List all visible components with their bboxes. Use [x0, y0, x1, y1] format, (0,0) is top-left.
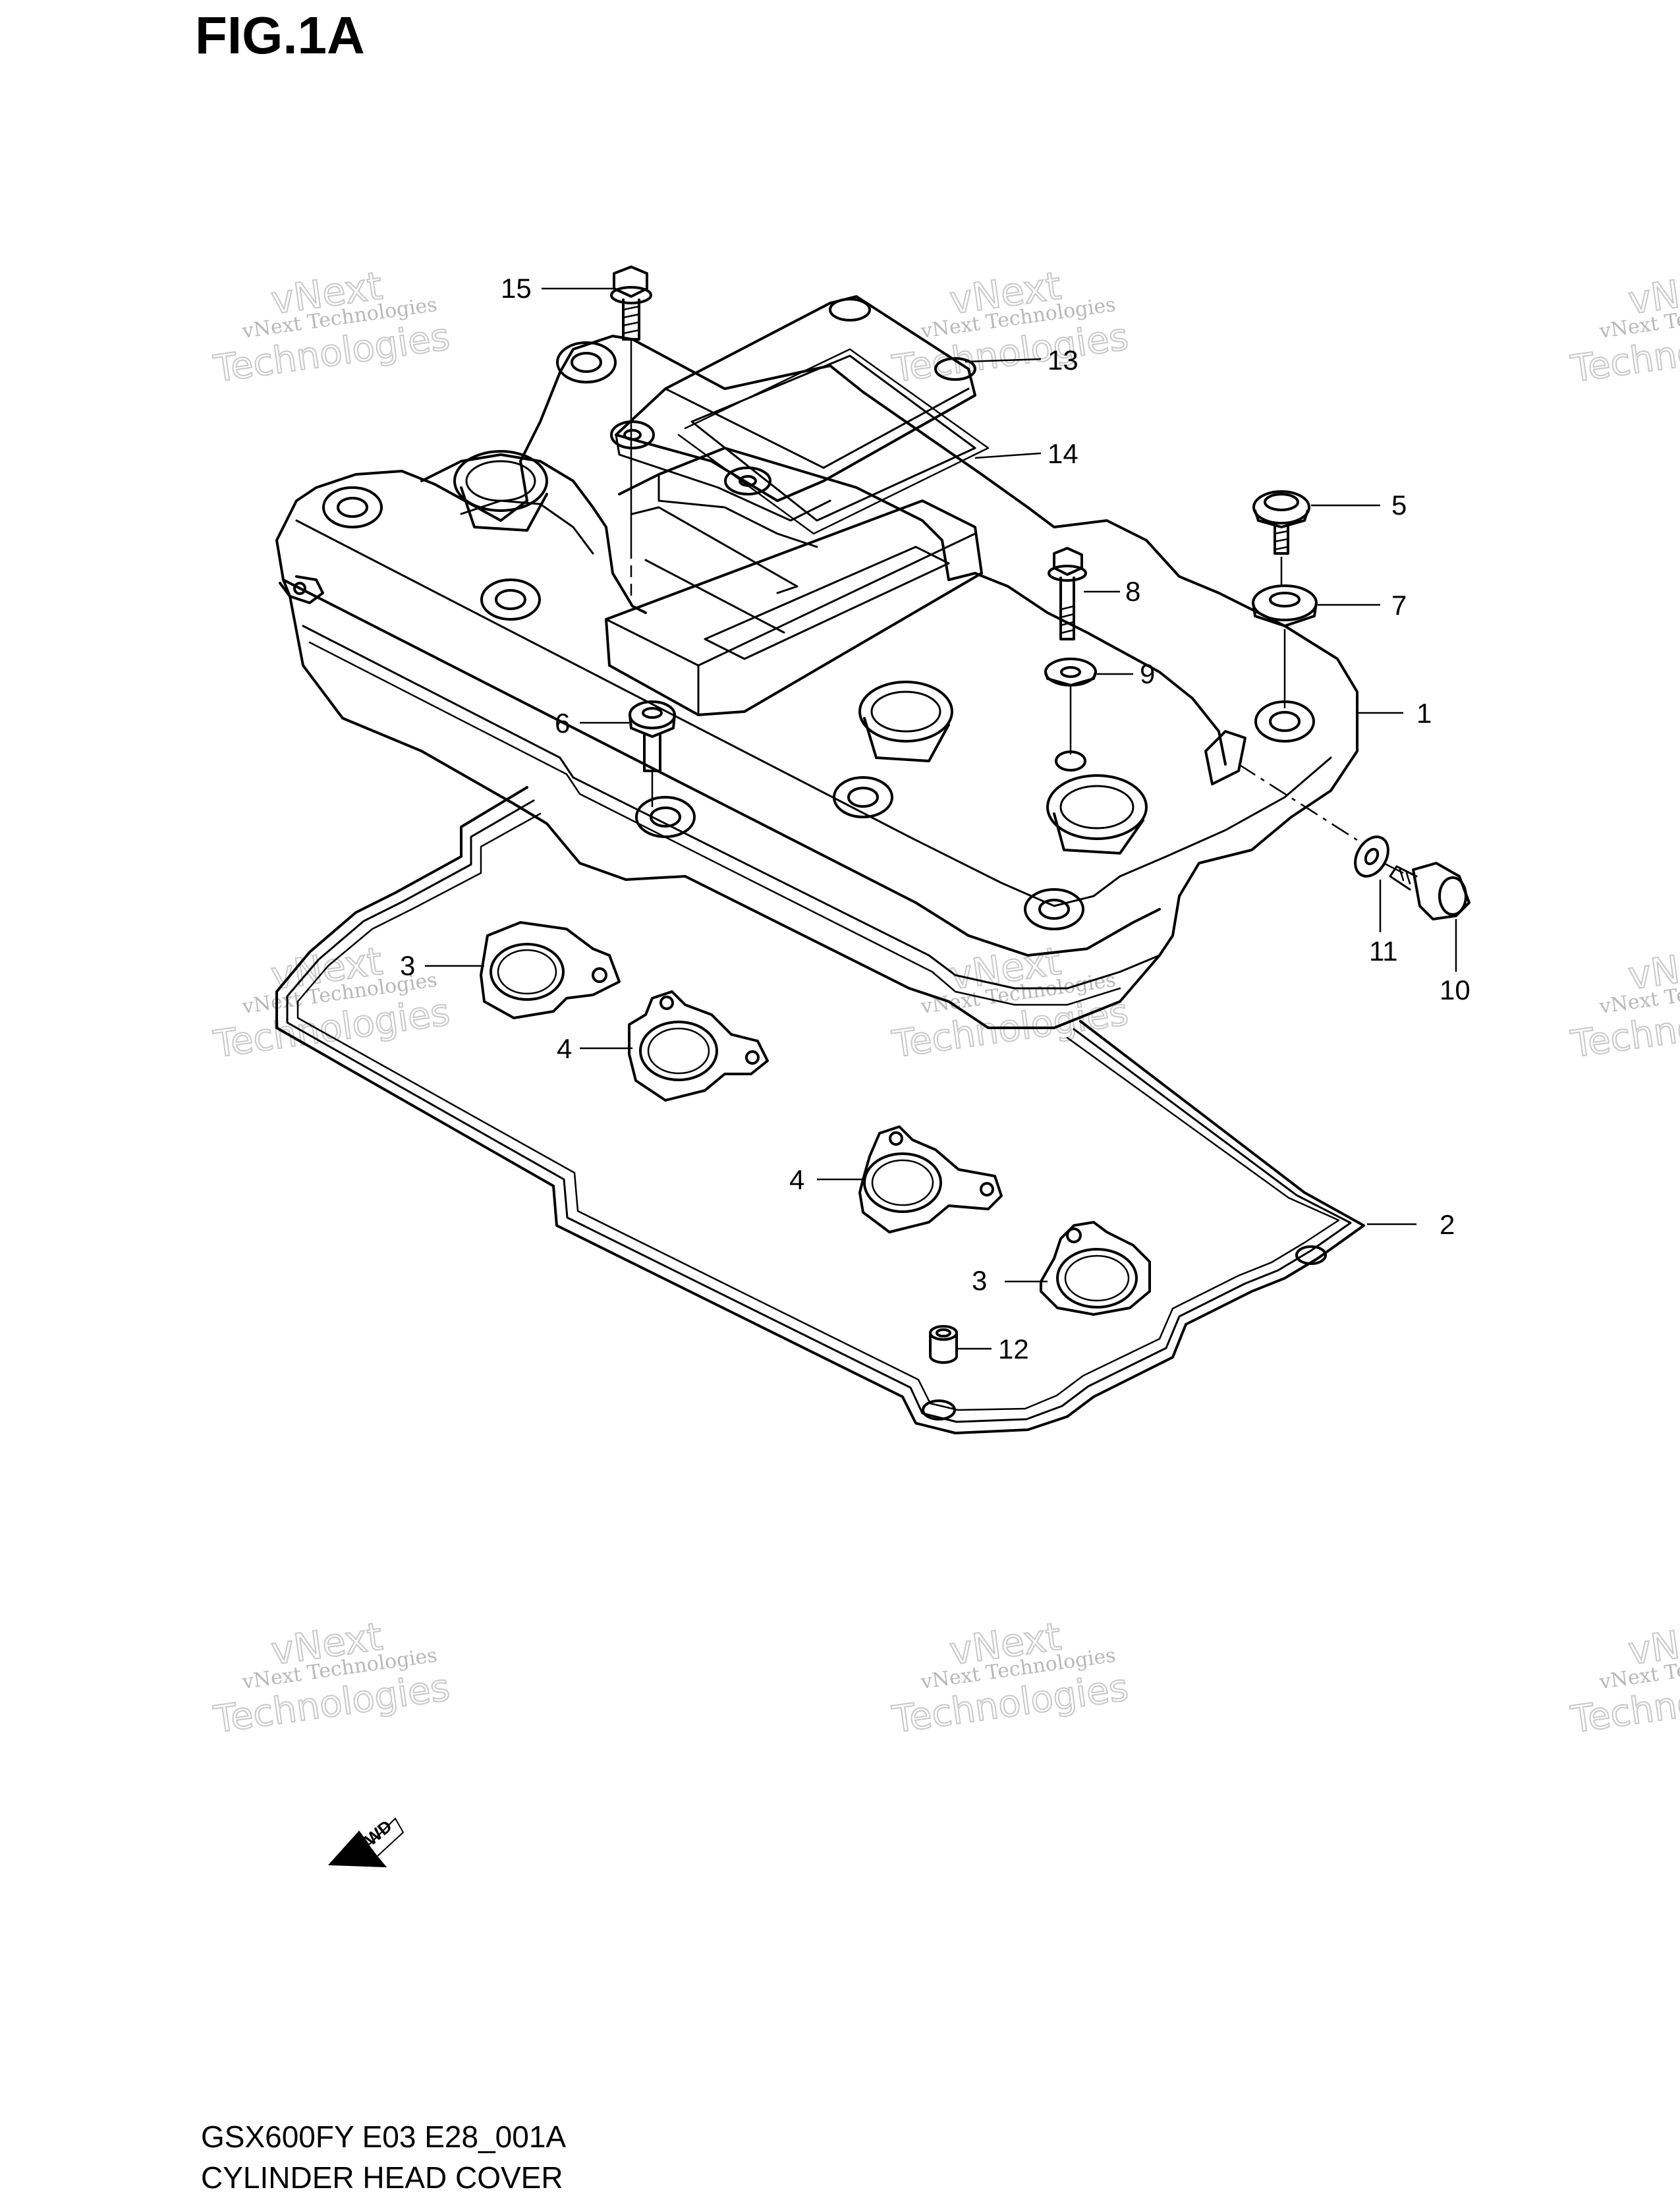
figure-title: FIG.1A — [195, 6, 365, 65]
callout-4: 4 — [789, 1164, 804, 1195]
breather-block — [605, 499, 983, 716]
part-1-cylinder-head-cover — [275, 335, 1358, 1029]
callout-6: 6 — [555, 708, 570, 739]
leader-line — [974, 452, 1042, 459]
part-13-cover-plate — [610, 295, 976, 522]
part-14-plate-gasket — [677, 348, 990, 535]
guide-line — [1383, 862, 1404, 874]
part-9-washer — [1044, 658, 1097, 687]
callout-5: 5 — [1391, 490, 1407, 521]
callout-15: 15 — [501, 273, 532, 304]
part-10-plug-bolt — [1389, 862, 1470, 920]
fwd-arrow-icon: FWD — [327, 1816, 405, 1868]
callout-3: 3 — [400, 950, 415, 981]
callout-11: 11 — [1369, 936, 1398, 967]
guide-line — [1238, 763, 1358, 841]
leader-lines — [425, 287, 1457, 1350]
callout-1: 1 — [1416, 698, 1432, 729]
part-12-dowel — [929, 1325, 958, 1364]
part-4-plug-seal — [628, 990, 769, 1102]
callout-10: 10 — [1440, 974, 1470, 1005]
part-4-plug-seal — [858, 1125, 1003, 1233]
model-code: GSX600FY E03 E28_001A — [201, 2120, 567, 2154]
watermark: vNext vNext Technologies Technologies — [889, 262, 1131, 391]
diagram-caption: GSX600FY E03 E28_001A CYLINDER HEAD COVE… — [201, 2116, 566, 2198]
watermark: vNext vNext Technologies Technologies — [210, 1613, 453, 1742]
watermark: vNext vNext Technologies Technologies — [889, 1613, 1131, 1742]
part-2-cover-gasket — [275, 786, 1365, 1434]
part-7-grommet — [1252, 584, 1318, 627]
watermark: vNext vNext Technologies Technologies — [210, 262, 453, 391]
callout-14: 14 — [1048, 438, 1078, 469]
callout-2: 2 — [1440, 1209, 1455, 1240]
watermark: vNext vNext Technologies Technologies — [1567, 938, 1680, 1067]
callout-13: 13 — [1048, 345, 1078, 376]
watermark: vNext vNext Technologies Technologies — [1567, 262, 1680, 391]
leader-line — [965, 358, 1042, 363]
assembly-guides — [630, 339, 1404, 874]
callout-numbers: 1 2 3 3 4 4 5 6 7 8 9 10 11 12 13 14 15 — [400, 273, 1470, 1365]
callout-3: 3 — [972, 1265, 987, 1296]
watermark: vNext vNext Technologies Technologies — [1567, 1613, 1680, 1742]
part-5-bolt — [1252, 490, 1310, 555]
callout-4: 4 — [557, 1033, 572, 1064]
part-3-plug-seal — [1040, 1221, 1151, 1316]
part-3-plug-seal — [480, 921, 621, 1019]
assembly-name: CYLINDER HEAD COVER — [201, 2160, 563, 2195]
part-15-bolt — [610, 266, 652, 341]
callout-8: 8 — [1125, 576, 1140, 607]
part-8-bolt — [1048, 547, 1087, 640]
callout-12: 12 — [998, 1334, 1029, 1365]
callout-7: 7 — [1391, 590, 1407, 621]
callout-9: 9 — [1140, 658, 1155, 689]
